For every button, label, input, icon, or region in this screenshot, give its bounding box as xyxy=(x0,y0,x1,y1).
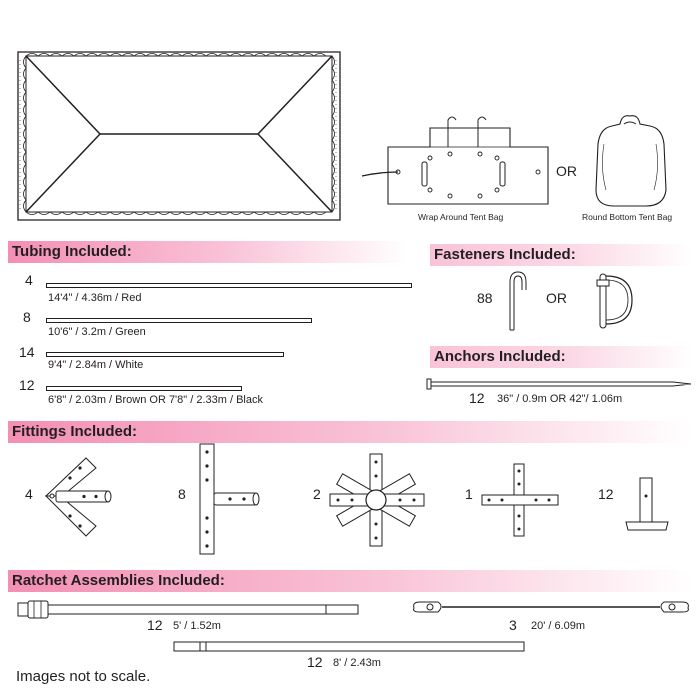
anchors-spec: 36" / 0.9m OR 42"/ 1.06m xyxy=(497,393,623,405)
bag-or-label: OR xyxy=(556,163,577,179)
fasteners-qty: 88 xyxy=(477,290,493,306)
cross-fitting-icon xyxy=(480,462,560,538)
tubing-spec-white: 9'4" / 2.84m / White xyxy=(48,359,144,371)
cable-ratchet-20ft-icon xyxy=(410,598,692,620)
tube-red xyxy=(46,283,412,288)
ratchet-strap-5ft-icon xyxy=(16,598,361,622)
base-plate-fitting-icon xyxy=(622,474,672,536)
angled-three-way-fitting-icon xyxy=(38,452,118,542)
ratchet-spec-20ft: 20' / 6.09m xyxy=(531,620,586,632)
tent-top-illustration xyxy=(0,0,360,230)
fitting-qty-tee: 8 xyxy=(178,486,186,502)
fasteners-header: Fasteners Included: xyxy=(430,244,692,266)
ratchet-spec-5ft: 5' / 1.52m xyxy=(173,620,221,632)
footer-note: Images not to scale. xyxy=(16,668,151,685)
fasteners-title: Fasteners Included: xyxy=(434,246,576,263)
fittings-header: Fittings Included: xyxy=(8,421,692,443)
lynch-pin-icon xyxy=(588,272,638,332)
round-bottom-bag-label: Round Bottom Tent Bag xyxy=(582,212,673,222)
tubing-spec-red: 14'4" / 4.36m / Red xyxy=(48,292,142,304)
ratchet-qty-8ft: 12 xyxy=(307,654,323,670)
anchors-header: Anchors Included: xyxy=(430,346,692,368)
fitting-qty-angle: 4 xyxy=(25,486,33,502)
anchor-stake-icon xyxy=(425,376,695,392)
tubing-qty-red: 4 xyxy=(25,272,33,288)
tubing-qty-white: 14 xyxy=(19,344,35,360)
fitting-qty-cross: 1 xyxy=(465,486,473,502)
ratchet-spec-8ft: 8' / 2.43m xyxy=(333,657,381,669)
tee-fitting-icon xyxy=(192,442,262,556)
ratchet-qty-5ft: 12 xyxy=(147,617,163,633)
anchors-title: Anchors Included: xyxy=(434,348,566,365)
wrap-around-tent-bag-icon xyxy=(360,110,560,210)
fitting-qty-hub: 2 xyxy=(313,486,321,502)
wrap-around-bag-label: Wrap Around Tent Bag xyxy=(418,212,504,222)
fasteners-or-label: OR xyxy=(546,290,567,306)
ratchets-title: Ratchet Assemblies Included: xyxy=(12,572,225,589)
tubing-header: Tubing Included: xyxy=(8,241,408,263)
stake-hook-icon xyxy=(500,268,530,334)
tubing-spec-green: 10'6" / 3.2m / Green xyxy=(48,326,146,338)
ratchets-header: Ratchet Assemblies Included: xyxy=(8,570,692,592)
fitting-qty-base: 12 xyxy=(598,486,614,502)
ratchet-qty-20ft: 3 xyxy=(509,617,517,633)
tubing-qty-green: 8 xyxy=(23,309,31,325)
anchors-qty: 12 xyxy=(469,390,485,406)
strap-8ft-icon xyxy=(172,640,526,654)
tubing-title: Tubing Included: xyxy=(12,243,132,260)
tube-green xyxy=(46,318,312,323)
tubing-spec-brown-black: 6'8" / 2.03m / Brown OR 7'8" / 2.33m / B… xyxy=(48,394,263,406)
tube-white xyxy=(46,352,284,357)
fittings-title: Fittings Included: xyxy=(12,423,137,440)
six-way-hub-fitting-icon xyxy=(328,452,426,548)
tube-brown-black xyxy=(46,386,242,391)
round-bottom-tent-bag-icon xyxy=(590,110,680,210)
tubing-qty-brown-black: 12 xyxy=(19,377,35,393)
